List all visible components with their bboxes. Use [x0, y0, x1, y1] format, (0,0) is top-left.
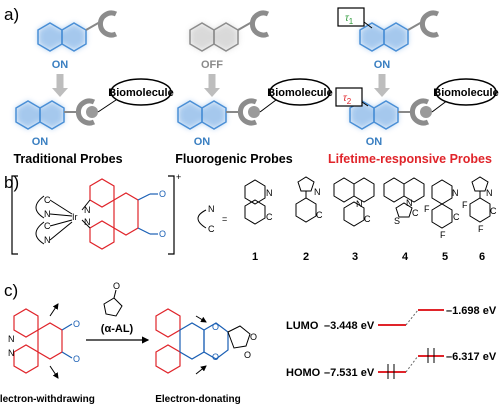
- product-o-1: O: [212, 322, 219, 332]
- caption-fluorogenic: Fluorogenic Probes: [175, 152, 292, 166]
- ligand-number-1: 1: [252, 251, 258, 263]
- ligand-4-s: S: [394, 216, 400, 226]
- ligand-2-c: C: [316, 210, 323, 220]
- ligand-5-c: C: [453, 212, 460, 222]
- cn-ligand-generic-icon: [197, 209, 207, 229]
- atom-n-2: N: [44, 235, 51, 245]
- ligand-6-f2: F: [478, 224, 484, 234]
- lumo-right-value: –1.698 eV: [446, 305, 497, 317]
- fluorogenic-state-top: OFF: [201, 59, 223, 71]
- reactive-group-icon: [97, 10, 118, 38]
- tau1-label: τ1: [345, 13, 354, 26]
- generic-c: C: [208, 224, 215, 234]
- lumo-label: LUMO: [286, 320, 319, 332]
- fluorogenic-probe-bottom: [177, 78, 331, 130]
- fluorogenic-probe-top: [189, 10, 270, 52]
- equals-sign: =: [222, 214, 227, 224]
- ligand-3-n: N: [356, 199, 363, 209]
- caption-traditional: Traditional Probes: [13, 152, 122, 166]
- ligand-2-structure: [295, 176, 317, 223]
- reagent-label: (α-AL): [101, 323, 134, 335]
- phendione-left-structure: [13, 303, 73, 379]
- tau2-label: τ2: [343, 93, 352, 106]
- homo-left-value: –7.531 eV: [324, 367, 375, 379]
- ligand-number-6: 6: [479, 251, 485, 263]
- ligand-number-5: 5: [442, 251, 448, 263]
- ligand-6-n: N: [486, 188, 493, 198]
- ligand-number-3: 3: [352, 251, 358, 263]
- bound-ligand-icon: [86, 106, 98, 118]
- lumo-left-value: –3.448 eV: [324, 320, 375, 332]
- ligand-5-n: N: [452, 188, 459, 198]
- iridium-label: Ir: [72, 212, 78, 222]
- left-n-1: N: [8, 334, 15, 344]
- lifetime-state-top: ON: [374, 59, 391, 71]
- fluorogenic-state-bottom: ON: [194, 136, 211, 148]
- alpha-al-o: O: [113, 281, 120, 291]
- atom-n-4: N: [84, 217, 91, 227]
- left-o-1: O: [73, 319, 80, 329]
- tau1-box: [337, 7, 365, 27]
- ligand-4-structure: [383, 177, 425, 218]
- caption-electron-donating: Electron-donating: [155, 394, 241, 405]
- ligand-3-structure: [333, 177, 375, 227]
- homo-label: HOMO: [286, 367, 321, 379]
- left-o-2: O: [73, 354, 80, 364]
- ligand-3-c: C: [364, 214, 371, 224]
- ligand-6-f1: F: [462, 200, 468, 210]
- product-o-4: O: [250, 332, 257, 342]
- naphthalene-ring-right-icon: [61, 22, 87, 52]
- tau2-box: [335, 87, 363, 107]
- product-structure: [155, 308, 251, 375]
- homo-right-value: –6.317 eV: [446, 351, 497, 363]
- ligand-number-2: 2: [303, 251, 309, 263]
- atom-c-2: C: [44, 221, 51, 231]
- lifetime-state-bottom: ON: [366, 136, 383, 148]
- atom-n-1: N: [44, 209, 51, 219]
- ligand-6-structure: [469, 176, 491, 223]
- ligand-5-f1: F: [424, 204, 430, 214]
- lifetime-probe-top: [337, 7, 440, 52]
- product-o-3: O: [244, 350, 251, 360]
- traditional-state-top: ON: [52, 59, 69, 71]
- homo-connector: [405, 355, 419, 373]
- biomolecule-label-2: Biomolecule: [267, 87, 332, 99]
- lifetime-probe-bottom: [335, 78, 497, 130]
- traditional-probe-bottom: [15, 78, 172, 130]
- ligand-5-structure: [431, 179, 453, 229]
- product-o-2: O: [212, 352, 219, 362]
- ligand-1-structure: [244, 179, 266, 225]
- atom-o-2: O: [159, 229, 166, 239]
- ligand-2-n: N: [314, 187, 321, 197]
- biomolecule-label-3: Biomolecule: [433, 87, 498, 99]
- traditional-state-bottom: ON: [32, 136, 49, 148]
- ligand-4-c: C: [412, 208, 419, 218]
- ligand-6-c: C: [490, 206, 497, 216]
- lumo-connector: [405, 309, 419, 326]
- biomolecule-ellipse: [110, 78, 172, 106]
- traditional-probe-top: [37, 10, 118, 52]
- generic-n: N: [208, 204, 215, 214]
- panel-a-letter: a): [4, 5, 19, 24]
- ligand-number-4: 4: [402, 251, 409, 263]
- atom-n-3: N: [84, 205, 91, 215]
- panel-c-letter: c): [4, 281, 18, 300]
- biomolecule-label-1: Biomolecule: [108, 87, 173, 99]
- left-n-2: N: [8, 348, 15, 358]
- complex-charge: +: [176, 172, 181, 182]
- alpha-al-structure: [103, 289, 123, 317]
- ligand-4-n: N: [406, 198, 413, 208]
- caption-electron-withdrawing: Electron-withdrawing: [0, 394, 95, 405]
- atom-c-1: C: [44, 195, 51, 205]
- ligand-1-c: C: [266, 212, 273, 222]
- atom-o-1: O: [159, 189, 166, 199]
- iridium-complex-structure: [11, 175, 175, 255]
- caption-lifetime: Lifetime-responsive Probes: [328, 152, 492, 166]
- ligand-1-n: N: [266, 188, 273, 198]
- ligand-5-f2: F: [440, 230, 446, 240]
